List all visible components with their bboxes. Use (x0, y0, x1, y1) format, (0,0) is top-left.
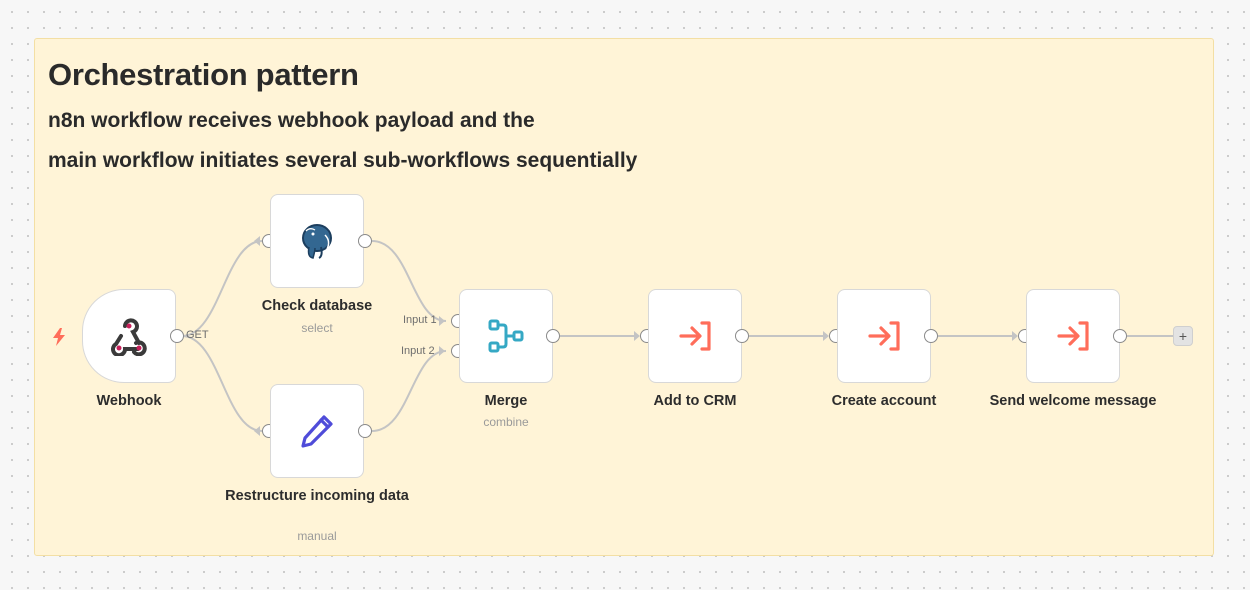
merge-output-handle[interactable] (546, 329, 560, 343)
node-send-welcome-message[interactable] (1026, 289, 1120, 383)
execute-workflow-icon (1057, 321, 1089, 351)
restructure-output-handle[interactable] (358, 424, 372, 438)
edge-webhook-to-restructure (181, 335, 263, 432)
webhook-output-handle[interactable] (170, 329, 184, 343)
restructure-label: Restructure incoming data (225, 488, 409, 504)
node-merge[interactable] (459, 289, 553, 383)
check-database-output-handle[interactable] (358, 234, 372, 248)
create-account-output-handle[interactable] (924, 329, 938, 343)
sticky-note[interactable]: Orchestration pattern n8n workflow recei… (34, 38, 1214, 556)
edge-check-database-to-merge (371, 240, 447, 322)
add-node-button[interactable]: + (1173, 326, 1193, 346)
merge-input-1-label: Input 1 (403, 314, 437, 326)
node-webhook[interactable] (82, 289, 176, 383)
check-database-label: Check database (261, 298, 373, 314)
sticky-subtitle-line-1: n8n workflow receives webhook payload an… (48, 109, 535, 132)
restructure-subtitle: manual (297, 529, 337, 543)
add-crm-label: Add to CRM (653, 393, 737, 409)
merge-input-2-label: Input 2 (401, 345, 435, 357)
edge-restructure-to-merge (371, 350, 447, 432)
add-crm-output-handle[interactable] (735, 329, 749, 343)
send-welcome-label: Send welcome message (989, 393, 1157, 409)
postgres-elephant-icon (302, 224, 332, 259)
node-check-database[interactable] (270, 194, 364, 288)
merge-label: Merge (484, 393, 528, 409)
sticky-title: Orchestration pattern (48, 57, 359, 92)
check-database-subtitle: select (301, 321, 333, 335)
webhook-label: Webhook (96, 393, 162, 409)
node-create-account[interactable] (837, 289, 931, 383)
create-account-label: Create account (831, 393, 937, 409)
webhook-icon (111, 318, 147, 356)
merge-icon (488, 319, 524, 353)
sticky-subtitle-line-2: main workflow initiates several sub-work… (48, 149, 638, 172)
execute-workflow-icon (679, 321, 711, 351)
execute-workflow-icon (868, 321, 900, 351)
edge-webhook-to-check-database (181, 240, 263, 337)
node-restructure[interactable] (270, 384, 364, 478)
node-add-to-crm[interactable] (648, 289, 742, 383)
send-welcome-output-handle[interactable] (1113, 329, 1127, 343)
pencil-icon (301, 415, 333, 448)
merge-subtitle: combine (483, 415, 529, 429)
trigger-bolt-icon (53, 328, 65, 346)
webhook-method-label: GET (186, 329, 209, 341)
